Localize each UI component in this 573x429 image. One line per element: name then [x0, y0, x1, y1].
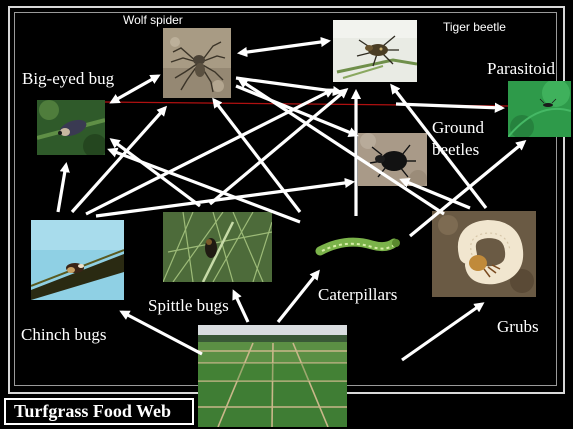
ground-beetle-photo [358, 133, 427, 186]
label-ground-beetles-line1: Ground [432, 119, 484, 136]
label-parasitoid: Parasitoid [487, 60, 555, 77]
label-spittle-bugs: Spittle bugs [148, 297, 229, 314]
tiger-beetle-photo [333, 20, 417, 82]
diagram-title: Turfgrass Food Web [4, 398, 194, 425]
caterpillar-photo [306, 227, 407, 267]
big-eyed-bug-photo [37, 100, 105, 155]
label-wolf-spider: Wolf spider [123, 14, 183, 26]
grub-photo [432, 211, 536, 297]
label-ground-beetles-line2: beetles [432, 141, 479, 158]
spittle-bug-photo [163, 212, 272, 282]
chinch-bug-photo [31, 220, 124, 300]
label-chinch-bugs: Chinch bugs [21, 326, 106, 343]
parasitoid-photo [508, 81, 571, 137]
label-grubs: Grubs [497, 318, 539, 335]
turfgrass-plots-photo [198, 325, 347, 427]
label-big-eyed-bug: Big-eyed bug [22, 70, 114, 87]
label-tiger-beetle: Tiger beetle [443, 21, 506, 33]
wolf-spider-photo [163, 28, 231, 98]
label-caterpillars: Caterpillars [318, 286, 397, 303]
